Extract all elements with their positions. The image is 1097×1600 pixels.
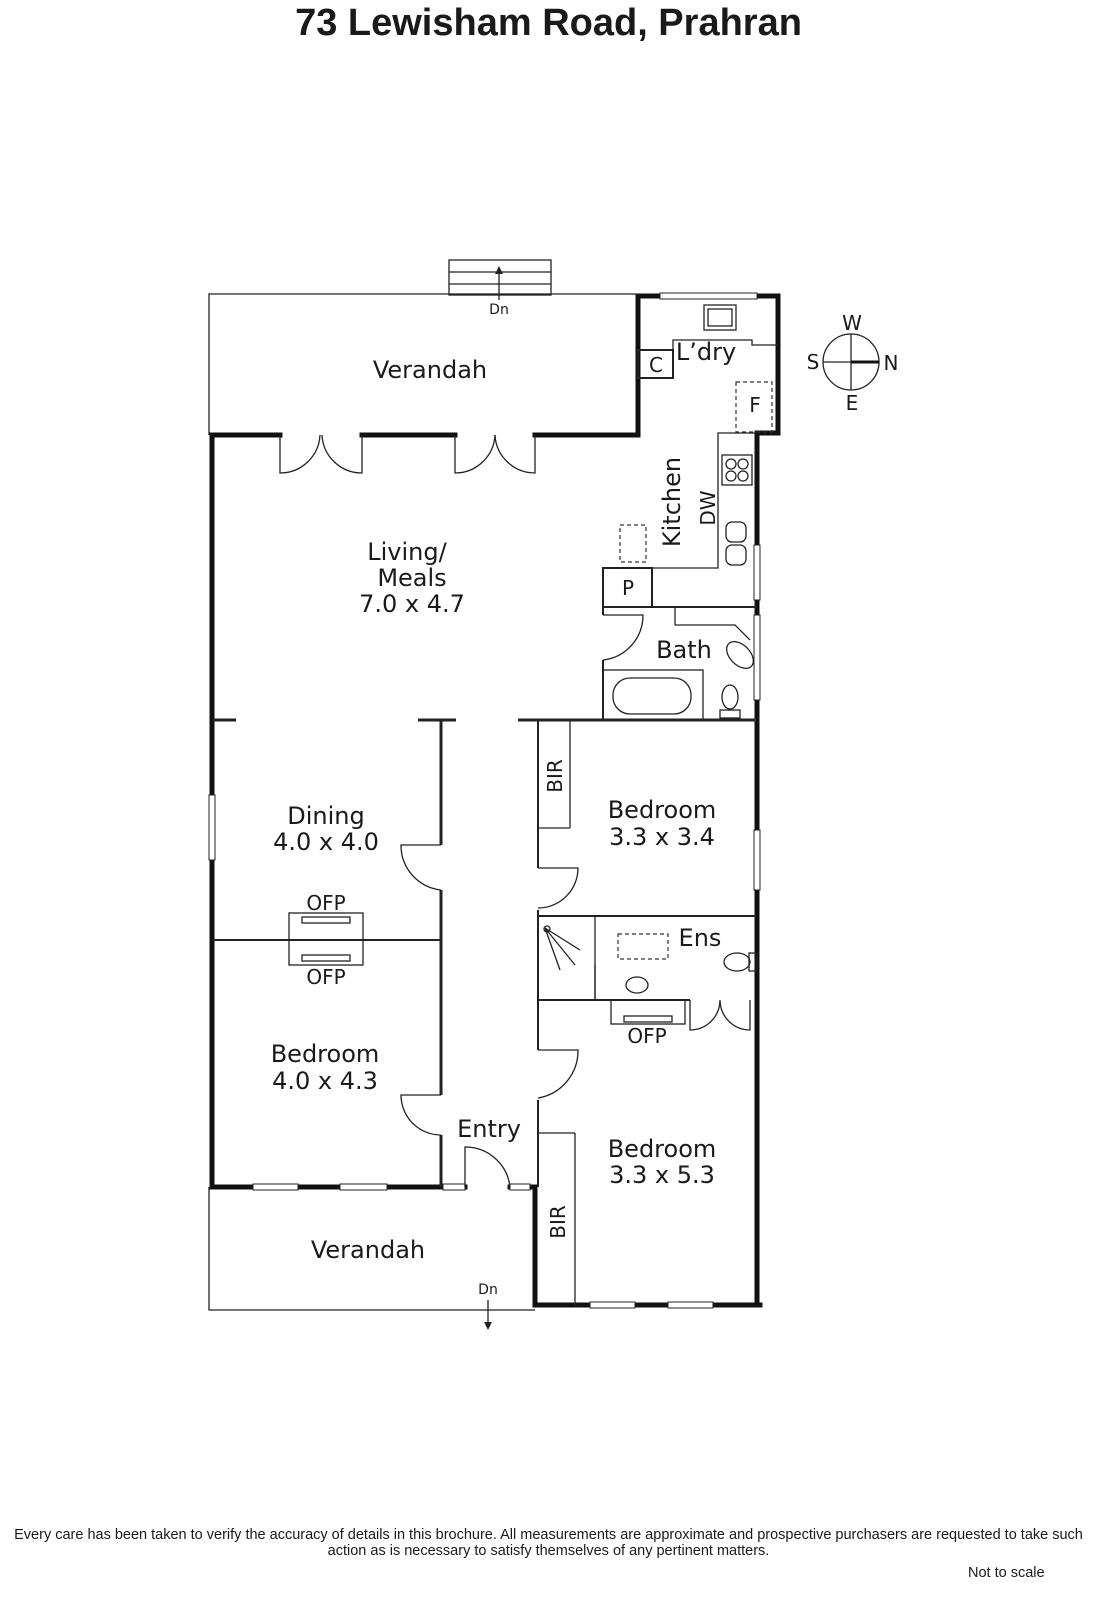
bedroom-3-label: Bedroom [608,1135,717,1163]
bath-label: Bath [656,636,712,664]
windows [208,292,761,1309]
compass-n: N [884,351,899,375]
compass-s: S [807,350,820,374]
rear-verandah-label: Verandah [373,356,487,384]
laundry-label: L’dry [676,338,736,366]
bedroom-1-label: Bedroom [608,796,717,824]
bedroom-2-dimensions: 4.0 x 4.3 [272,1067,378,1095]
ofp-label: OFP [627,1024,666,1048]
ensuite-label: Ens [679,924,722,952]
room-labels: Dn Verandah L’dry C F Kitchen DW P Bath … [271,302,761,1298]
bedroom-2-label: Bedroom [271,1040,380,1068]
compass-icon: W S N E [807,311,899,415]
fridge-label: F [749,393,761,417]
bedroom-1-dimensions: 3.3 x 3.4 [609,823,715,851]
dining-dimensions: 4.0 x 4.0 [273,828,379,856]
fixtures [208,304,778,1330]
pantry-label: P [622,576,634,600]
ofp-label: OFP [306,891,345,915]
disclaimer-text: Every care has been taken to verify the … [14,1527,1083,1559]
cupboard-label: C [649,353,663,377]
bedroom-3-dimensions: 3.3 x 5.3 [609,1161,715,1189]
page-title: 73 Lewisham Road, Prahran [295,2,802,44]
front-verandah-label: Verandah [311,1236,425,1264]
living-dimensions: 7.0 x 4.7 [359,590,465,618]
bir-label: BIR [546,1205,570,1239]
compass-w: W [842,311,862,335]
living-label: Living/ [367,538,447,566]
doors [279,434,751,1188]
compass-e: E [846,391,859,415]
dining-label: Dining [287,802,364,830]
dishwasher-label: DW [696,490,720,525]
fireplace-icon [288,912,364,966]
entry-label: Entry [457,1115,521,1143]
rear-stairs-down-label: Dn [489,302,509,318]
ofp-label: OFP [306,965,345,989]
rear-verandah-outline [208,293,636,435]
living-label-2: Meals [377,564,446,592]
cooktop-icon [721,454,753,486]
rear-steps [448,259,552,300]
bir-label: BIR [543,759,567,793]
front-stairs-down-label: Dn [478,1282,498,1298]
not-to-scale-label: Not to scale [968,1565,1045,1581]
kitchen-label: Kitchen [658,457,686,547]
